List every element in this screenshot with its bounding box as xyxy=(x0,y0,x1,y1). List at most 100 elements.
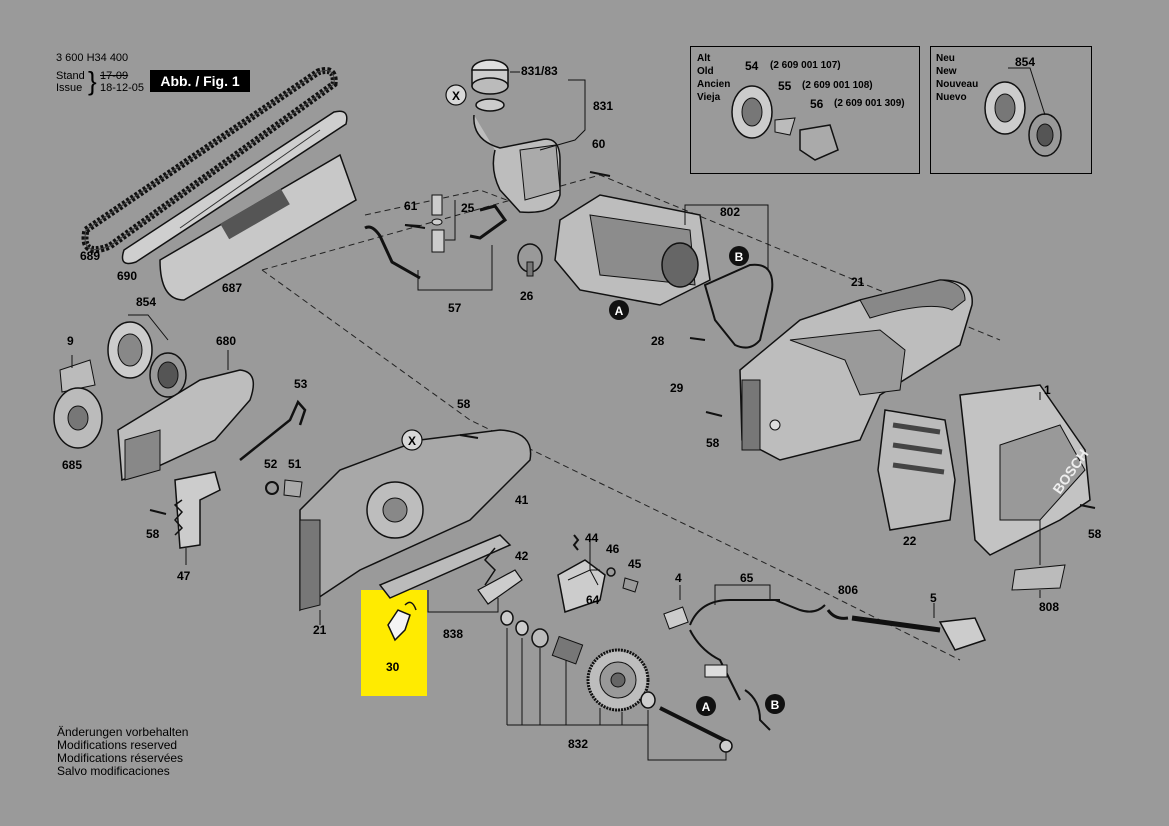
stand-label: Stand xyxy=(56,70,85,82)
sprocket-854 xyxy=(107,321,187,398)
alt-part-illustrations xyxy=(731,85,839,161)
switch-30 xyxy=(387,601,417,642)
callout-831-83: 831/83 xyxy=(521,64,558,78)
callout-60: 60 xyxy=(592,137,606,151)
alt-part-54-code: (2 609 001 107) xyxy=(770,60,841,71)
marker-x-top: X xyxy=(445,84,467,106)
new-date: 18-12-05 xyxy=(100,82,145,94)
neu-part-854-number: 854 xyxy=(1015,55,1035,69)
marker-a-wiring-label: A xyxy=(702,700,711,714)
chain-guard-687 xyxy=(159,153,357,301)
note-fr: Modifications réservées xyxy=(57,751,184,765)
callout-53: 53 xyxy=(294,377,308,391)
alt-part-56-code: (2 609 001 309) xyxy=(834,98,905,109)
rear-housing-1 xyxy=(959,384,1091,556)
wiring-harness xyxy=(663,599,987,731)
note-en: Modifications reserved xyxy=(57,738,178,752)
marker-x-bottom-label: X xyxy=(408,434,416,448)
callout-26: 26 xyxy=(520,289,534,303)
alt-part-55-number: 55 xyxy=(778,79,792,93)
callout-61: 61 xyxy=(404,199,418,213)
callout-9: 9 xyxy=(67,334,74,348)
marker-x-bottom: X xyxy=(401,429,423,451)
callout-832: 832 xyxy=(568,737,588,751)
callout-42: 42 xyxy=(515,549,529,563)
chain-case-21 xyxy=(299,429,532,612)
issue-label: Issue xyxy=(56,82,83,94)
gear-train-832 xyxy=(500,610,733,753)
callout-806: 806 xyxy=(838,583,858,597)
brake-lever-838 xyxy=(378,534,523,605)
guide-bar-690 xyxy=(121,110,348,265)
callout-685: 685 xyxy=(62,458,82,472)
callout-28: 28 xyxy=(651,334,665,348)
callout-22: 22 xyxy=(903,534,917,548)
figure-label: Abb. / Fig. 1 xyxy=(150,70,250,92)
callout-58-b: 58 xyxy=(146,527,160,541)
callout-58-d: 58 xyxy=(1088,527,1102,541)
callout-57: 57 xyxy=(448,301,462,315)
brace-icon: } xyxy=(88,66,97,96)
callout-47: 47 xyxy=(177,569,191,583)
saw-chain-689 xyxy=(81,67,338,253)
motor-assembly xyxy=(517,194,711,306)
callout-51: 51 xyxy=(288,457,302,471)
neu-lang-es: Nuevo xyxy=(936,92,967,103)
callout-64: 64 xyxy=(586,593,600,607)
alt-parts-box xyxy=(690,46,920,174)
alt-part-54-number: 54 xyxy=(745,59,759,73)
alt-lang-fr: Ancien xyxy=(697,79,731,90)
callout-680: 680 xyxy=(216,334,236,348)
marker-b-wiring-label: B xyxy=(771,698,780,712)
callout-numbers: 831/83 831 60 802 61 25 26 57 689 690 68… xyxy=(62,64,1102,751)
neu-lang-en: New xyxy=(936,66,957,77)
callout-854: 854 xyxy=(136,295,156,309)
callout-689: 689 xyxy=(80,249,100,263)
callout-802: 802 xyxy=(720,205,740,219)
callout-46: 46 xyxy=(606,542,620,556)
alt-lang-es: Vieja xyxy=(697,92,721,103)
neu-lang-de: Neu xyxy=(936,53,955,64)
neu-part-illustrations xyxy=(984,81,1062,157)
alt-part-56-number: 56 xyxy=(810,97,824,111)
neu-parts-box xyxy=(930,46,1092,174)
neu-lang-fr: Nouveau xyxy=(936,79,979,90)
oil-pump-parts xyxy=(364,194,508,280)
callout-65: 65 xyxy=(740,571,754,585)
marker-b-motor: B xyxy=(729,246,749,266)
callout-58-c: 58 xyxy=(706,436,720,450)
alt-lang-en: Old xyxy=(697,66,714,77)
marker-a-motor-label: A xyxy=(615,304,624,318)
marker-b-wiring: B xyxy=(765,694,785,714)
callout-690: 690 xyxy=(117,269,137,283)
alt-part-numbers: 54 (2 609 001 107) 55 (2 609 001 108) 56… xyxy=(745,59,905,111)
sprocket-cover-680 xyxy=(117,369,255,482)
callout-41: 41 xyxy=(515,493,529,507)
highlight-part-30 xyxy=(361,590,427,696)
old-date: 17-09 xyxy=(100,70,129,82)
callout-44: 44 xyxy=(585,531,599,545)
screws xyxy=(149,171,1096,515)
callout-808: 808 xyxy=(1039,600,1059,614)
marker-b-motor-label: B xyxy=(735,250,744,264)
callout-838: 838 xyxy=(443,627,463,641)
callout-831: 831 xyxy=(593,99,613,113)
callout-30: 30 xyxy=(386,660,400,674)
handle-cover-22 xyxy=(877,409,956,531)
marker-x-top-label: X xyxy=(452,89,460,103)
gear-train-leader-lines xyxy=(506,628,727,761)
note-de: Änderungen vorbehalten xyxy=(57,725,189,739)
oil-tank-831 xyxy=(471,59,561,214)
callout-1: 1 xyxy=(1044,383,1051,397)
callout-5: 5 xyxy=(930,591,937,605)
chain-catcher-47 xyxy=(173,471,221,549)
marker-a-motor: A xyxy=(609,300,629,320)
callout-29: 29 xyxy=(670,381,684,395)
note-es: Salvo modificaciones xyxy=(57,764,170,778)
callout-25: 25 xyxy=(461,201,475,215)
callout-45: 45 xyxy=(628,557,642,571)
callout-4: 4 xyxy=(675,571,682,585)
alt-part-55-code: (2 609 001 108) xyxy=(802,80,873,91)
main-housing-21 xyxy=(739,279,973,461)
